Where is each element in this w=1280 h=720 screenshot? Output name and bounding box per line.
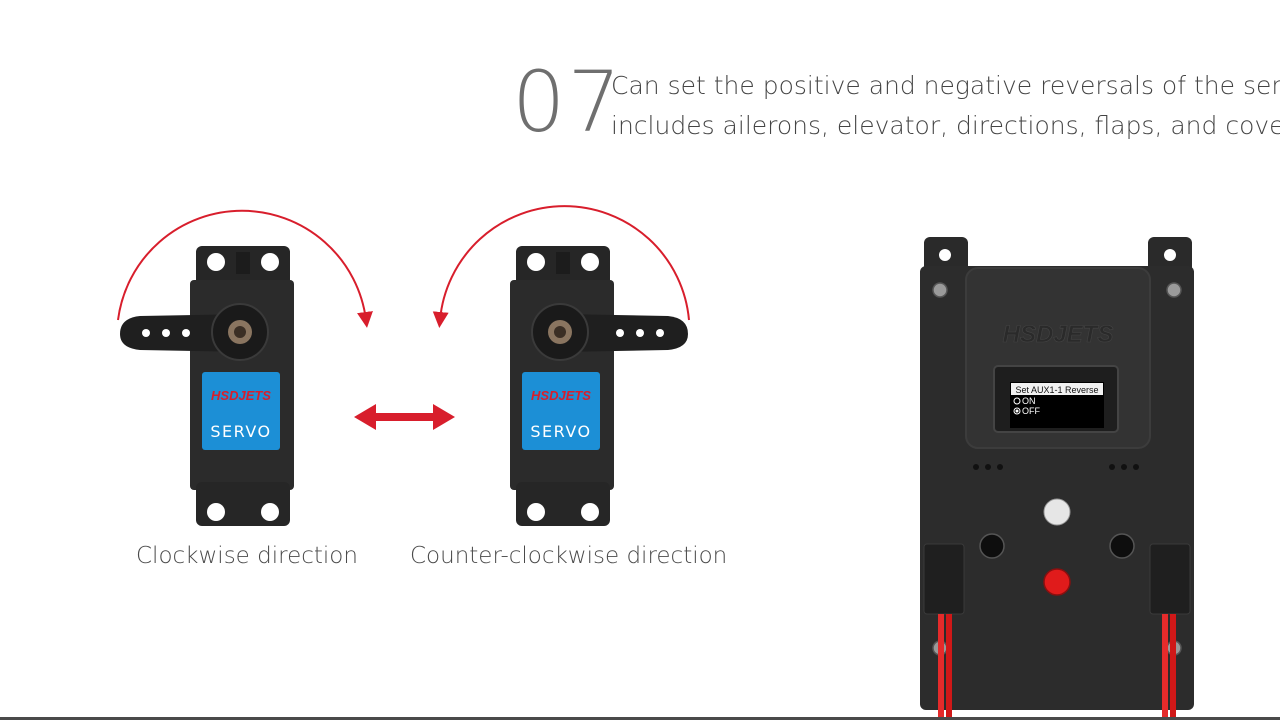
feature-description-line-2: includes ailerons, elevator, directions,… bbox=[611, 111, 1280, 140]
servo-clockwise: HSDJETS SERVO bbox=[117, 209, 373, 526]
screen-title: Set AUX1-1 Reverse bbox=[1015, 385, 1098, 395]
servo-model-label: SERVO bbox=[210, 422, 271, 441]
bottom-divider bbox=[0, 717, 1280, 720]
screen-option-on: ON bbox=[1022, 396, 1036, 406]
red-button[interactable] bbox=[1043, 568, 1071, 596]
feature-description-line-1: Can set the positive and negative revers… bbox=[611, 71, 1280, 100]
counter-clockwise-rotation-arrow bbox=[432, 205, 690, 328]
servo-brand-label: HSDJETS bbox=[531, 388, 591, 403]
clockwise-rotation-arrow bbox=[117, 209, 373, 328]
right-black-button[interactable] bbox=[1109, 533, 1135, 559]
screen-option-off: OFF bbox=[1022, 406, 1040, 416]
white-button[interactable] bbox=[1043, 498, 1071, 526]
controller-device: HSDJETS Set AUX1-1 Reverse ON OFF bbox=[920, 237, 1194, 720]
reverse-swap-arrow bbox=[354, 404, 455, 430]
servo-brand-label: HSDJETS bbox=[211, 388, 271, 403]
feature-description: Can set the positive and negative revers… bbox=[611, 66, 1280, 146]
servo-wires bbox=[938, 614, 1176, 720]
radio-off-icon bbox=[1013, 407, 1021, 415]
device-brand-emboss: HSDJETS bbox=[1003, 321, 1114, 348]
step-number: 07 bbox=[512, 53, 623, 151]
led-dots-left bbox=[973, 464, 1003, 470]
servo-model-label: SERVO bbox=[530, 422, 591, 441]
radio-on-icon bbox=[1013, 397, 1021, 405]
counter-clockwise-caption: Counter-clockwise direction bbox=[410, 543, 728, 569]
led-dots-right bbox=[1109, 464, 1139, 470]
oled-screen: Set AUX1-1 Reverse ON OFF bbox=[1010, 382, 1104, 428]
servo-counter-clockwise: HSDJETS SERVO bbox=[432, 205, 690, 526]
left-black-button[interactable] bbox=[979, 533, 1005, 559]
clockwise-caption: Clockwise direction bbox=[136, 543, 358, 569]
